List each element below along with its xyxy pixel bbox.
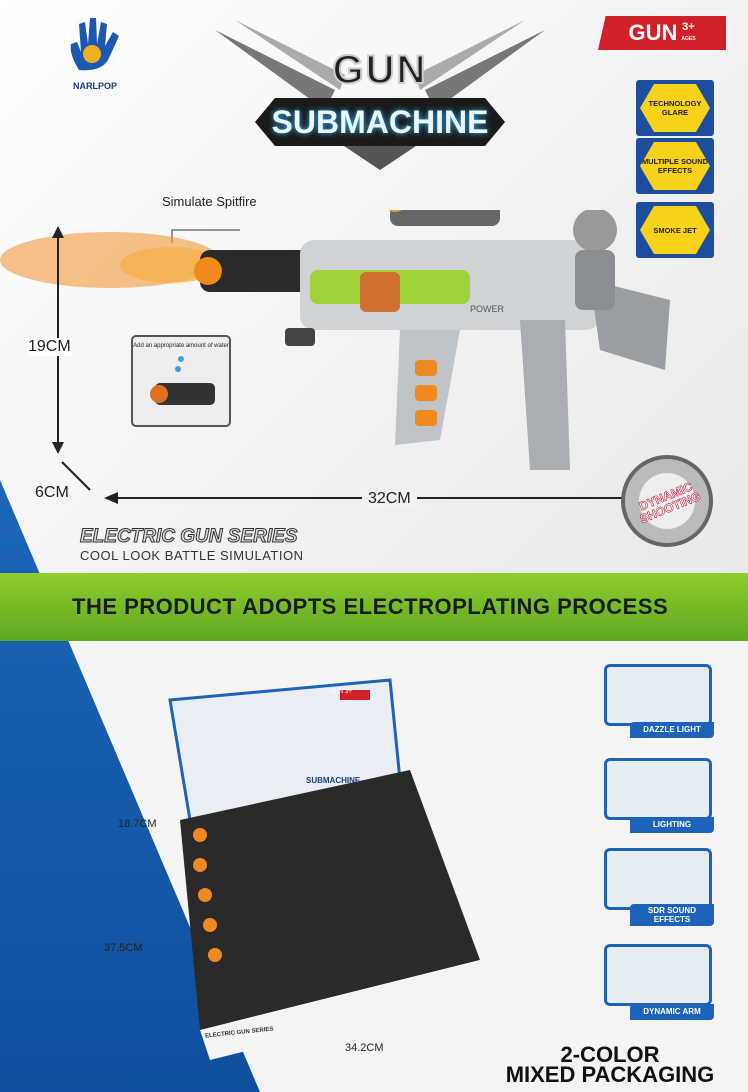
feature-pane	[604, 758, 712, 820]
box-width-label: 34.2CM	[345, 1042, 384, 1054]
title-emblem: GUN SUBMACHINE	[215, 20, 545, 170]
dynamic-shooting-badge: DYNAMIC SHOOTING	[614, 452, 720, 550]
packaging-note: 2-COLOR MIXED PACKAGING	[480, 1042, 740, 1087]
depth-arrow	[61, 461, 91, 491]
feature-pane	[604, 944, 712, 1006]
feature-badge: TECHNOLOGY GLARE	[636, 80, 714, 136]
feature-pane	[604, 848, 712, 910]
feature-label: TECHNOLOGY GLARE	[640, 84, 710, 132]
series-block: ELECTRIC GUN SERIES COOL LOOK BATTLE SIM…	[79, 526, 304, 564]
depth-label: 6CM	[35, 484, 69, 501]
feature-pane-label: LIGHTING	[630, 817, 714, 833]
series-subtitle: COOL LOOK BATTLE SIMULATION	[80, 548, 304, 563]
age-value: 3+	[682, 21, 695, 33]
electroplating-banner: THE PRODUCT ADOPTS ELECTROPLATING PROCES…	[0, 573, 748, 641]
display-box-image	[168, 678, 490, 1060]
muzzle	[200, 250, 310, 292]
top-cannon	[390, 210, 500, 226]
wings-graphic	[215, 20, 545, 170]
title-submachine: SUBMACHINE	[255, 98, 505, 146]
feature-pane-label: DYNAMIC ARM	[630, 1004, 714, 1020]
age-badge-label: GUN	[628, 20, 678, 45]
feature-pane-label: DAZZLE LIGHT	[630, 722, 714, 738]
grip	[520, 320, 570, 470]
length-label: 32CM	[362, 490, 417, 508]
series-title: ELECTRIC GUN SERIES	[79, 526, 298, 548]
height-label: 19CM	[28, 338, 71, 356]
gun-product-image: POWER	[0, 210, 700, 504]
hand-icon	[70, 18, 119, 71]
feature-label: SMOKE JET	[640, 206, 710, 254]
feature-badge: SMOKE JET	[636, 202, 714, 258]
feature-pane-label: SDR SOUND EFFECTS	[630, 904, 714, 926]
soldier-figure	[573, 210, 617, 252]
box-title: SUBMACHINE	[306, 776, 361, 785]
box-height-label: 18.7CM	[118, 818, 157, 830]
spitfire-callout: Simulate Spitfire	[162, 194, 257, 209]
packaging-line2: MIXED PACKAGING	[505, 1062, 715, 1087]
feature-badge: MULTIPLE SOUND EFFECTS	[636, 138, 714, 194]
water-instruction: Add an appropriate amount of water	[133, 343, 229, 349]
box-depth-label: 37.5CM	[104, 942, 143, 954]
packaging-line1: 2-COLOR	[560, 1042, 660, 1067]
water-inset: Add an appropriate amount of water	[131, 335, 231, 427]
title-gun: GUN	[332, 47, 428, 93]
water-drop-icon	[150, 356, 215, 405]
age-badge: GUN 3+ AGES	[598, 16, 726, 50]
brand-name: NARLPOP	[72, 81, 117, 91]
brand-logo: NARLPOP	[55, 14, 135, 91]
feature-label: MULTIPLE SOUND EFFECTS	[640, 142, 710, 190]
banner-text: THE PRODUCT ADOPTS ELECTROPLATING PROCES…	[72, 594, 669, 619]
box-badge: GUN 3+	[330, 689, 352, 695]
age-sub: AGES	[681, 36, 696, 42]
feature-pane	[604, 664, 712, 726]
gun-marking: POWER	[470, 304, 505, 314]
